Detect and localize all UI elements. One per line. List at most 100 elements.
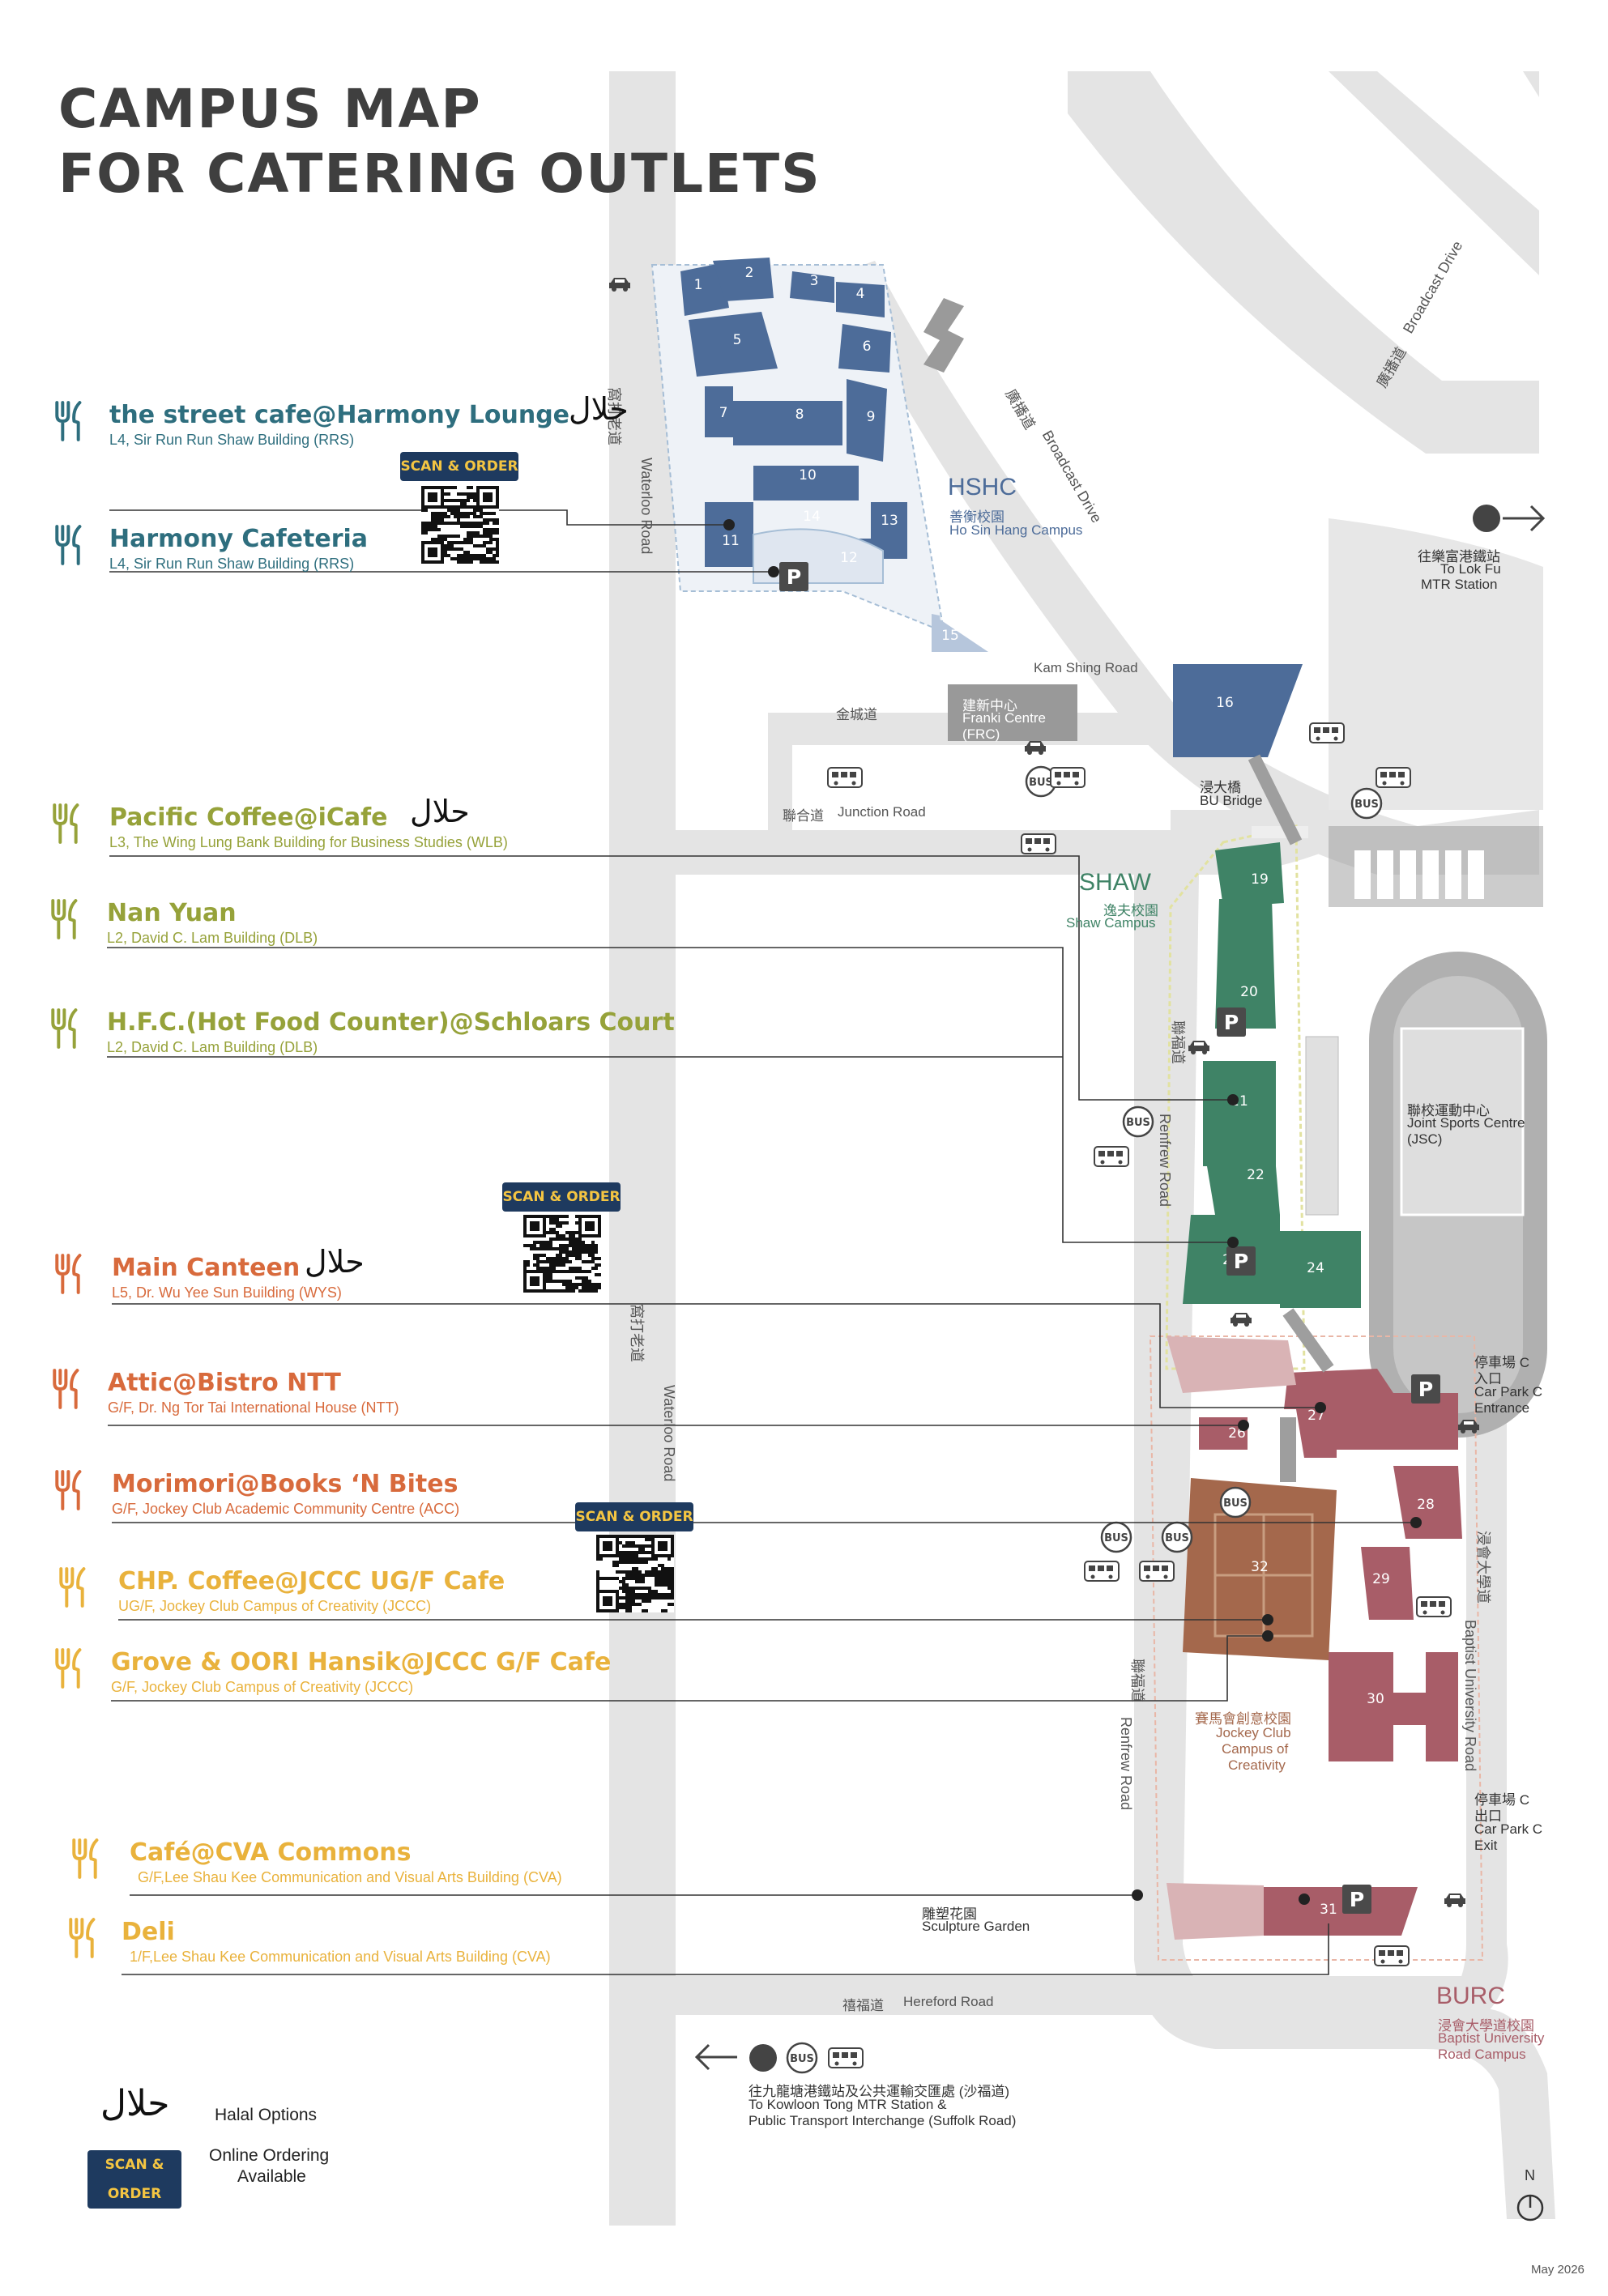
- leader-line: [107, 947, 1233, 1243]
- scan-and-order-badge: SCAN & ORDER: [502, 1182, 621, 1212]
- carpark-c-exit-zh2: 出口: [1474, 1808, 1502, 1824]
- junction-road-en: Junction Road: [838, 804, 926, 820]
- hereford-road-en: Hereford Road: [903, 1994, 994, 2009]
- legend-online-label-2: Available: [237, 2167, 306, 2186]
- carpark-c-entrance-en1: Car Park C: [1474, 1384, 1543, 1399]
- location-dot: [1315, 1402, 1326, 1413]
- building-number-30: 30: [1367, 1691, 1384, 1707]
- kowloon-tong-en2: Public Transport Interchange (Suffolk Ro…: [749, 2113, 1017, 2128]
- building-number-24: 24: [1307, 1260, 1324, 1276]
- jccc-en1: Jockey Club: [1216, 1725, 1291, 1740]
- map-date: May 2026: [1531, 2263, 1585, 2277]
- fork-knife-icon: [53, 1369, 79, 1409]
- hereford-road-zh: 禧福道: [842, 1998, 884, 2013]
- shaw-en: Shaw Campus: [1066, 915, 1156, 931]
- fork-knife-icon: [51, 1008, 78, 1049]
- building-number-19: 19: [1251, 871, 1269, 888]
- building-number-29: 29: [1372, 1571, 1390, 1587]
- outlet-location: 1/F,Lee Shau Kee Communication and Visua…: [130, 1949, 551, 1965]
- leader-line: [109, 855, 1233, 1101]
- building-number-14: 14: [803, 509, 821, 525]
- halal-icon: حلال: [100, 2083, 170, 2124]
- burc-campus: [1149, 1335, 1484, 1961]
- qr-code[interactable]: [596, 1535, 674, 1612]
- burc-en2: Road Campus: [1438, 2047, 1526, 2062]
- fork-knife-icon: [69, 1918, 96, 1958]
- carpark-c-exit-en2: Exit: [1474, 1838, 1498, 1853]
- jsc-en1: Joint Sports Centre: [1407, 1115, 1525, 1131]
- frc-zh: 建新中心: [962, 698, 1017, 714]
- halal-icon: حلال: [569, 391, 629, 427]
- building-number-32: 32: [1251, 1559, 1269, 1575]
- title-line-1: CAMPUS MAP: [58, 78, 482, 140]
- mtr-icon: [1473, 505, 1500, 532]
- title-line-2: FOR CATERING OUTLETS: [58, 143, 821, 205]
- carpark-c-entrance-zh: 停車場 C: [1474, 1355, 1529, 1370]
- joint-sports-centre: [1305, 826, 1547, 1438]
- junction-road-zh: 聯合道: [783, 808, 824, 824]
- qr-code[interactable]: [523, 1215, 601, 1293]
- location-dot: [1410, 1517, 1422, 1528]
- outlet-name: H.F.C.(Hot Food Counter)@Schloars Court: [107, 1008, 675, 1037]
- outlet-location: L2, David C. Lam Building (DLB): [107, 1039, 318, 1055]
- arrow-left-icon: [694, 2043, 737, 2071]
- scan-and-order-badge: SCAN & ORDER: [575, 1502, 693, 1531]
- location-dot: [1262, 1614, 1273, 1625]
- outlet-name: Grove & OORI Hansik@JCCC G/F Cafe: [111, 1648, 612, 1676]
- carpark-c-exit-en1: Car Park C: [1474, 1821, 1543, 1837]
- renfrew-road-en-bottom: Renfrew Road: [1118, 1717, 1134, 1811]
- legend-halal-label: Halal Options: [215, 2106, 318, 2124]
- location-dot: [1132, 1889, 1143, 1901]
- kowloon-tong-en1: To Kowloon Tong MTR Station &: [749, 2097, 947, 2112]
- leader-line: [109, 509, 729, 526]
- outlet-location: G/F, Dr. Ng Tor Tai International House …: [108, 1399, 399, 1416]
- location-dot: [1262, 1630, 1273, 1642]
- halal-icon: حلال: [410, 794, 470, 829]
- outlet-location: G/F,Lee Shau Kee Communication and Visua…: [138, 1869, 562, 1885]
- building-number-7: 7: [719, 405, 728, 421]
- bu-bridge: [1248, 754, 1303, 846]
- page-title: CAMPUS MAP FOR CATERING OUTLETS: [58, 77, 821, 207]
- burc-link: [1282, 1308, 1334, 1373]
- kowloon-tong-zh: 往九龍塘港鐵站及公共運輸交匯處 (沙福道): [749, 2084, 1010, 2099]
- outlet-name: CHP. Coffee@JCCC UG/F Cafe: [118, 1567, 505, 1595]
- outlet-location: L2, David C. Lam Building (DLB): [107, 930, 318, 946]
- building-number-4: 4: [856, 286, 865, 302]
- hshc-zh: 善衡校園: [949, 509, 1004, 525]
- outlet-location: L4, Sir Run Run Shaw Building (RRS): [109, 432, 355, 448]
- burc-abbr: BURC: [1436, 1983, 1506, 2009]
- fork-knife-icon: [55, 525, 82, 565]
- outlet-name: Pacific Coffee@iCafe: [109, 803, 388, 832]
- fork-knife-icon: [55, 401, 82, 441]
- location-dot: [1238, 1420, 1249, 1431]
- qr-code[interactable]: [421, 486, 499, 564]
- outlet-name: Harmony Cafeteria: [109, 525, 369, 553]
- frc-en1: Franki Centre: [962, 710, 1046, 726]
- bu-bridge-zh: 浸大橋: [1200, 780, 1241, 795]
- halal-icon: حلال: [305, 1244, 365, 1280]
- building-number-10: 10: [799, 467, 817, 483]
- building-number-16: 16: [1216, 695, 1234, 711]
- hshc-campus: [650, 258, 1303, 757]
- location-dot: [1227, 1237, 1239, 1248]
- location-dot: [1227, 1094, 1239, 1105]
- building-number-9: 9: [867, 409, 876, 425]
- frc-en2: (FRC): [962, 726, 1000, 742]
- jsc-zh: 聯校運動中心: [1407, 1103, 1490, 1118]
- building-number-2: 2: [745, 265, 754, 281]
- hshc-en: Ho Sin Hang Campus: [949, 522, 1083, 538]
- building-number-8: 8: [795, 407, 804, 423]
- outlet-location: G/F, Jockey Club Campus of Creativity (J…: [111, 1679, 414, 1695]
